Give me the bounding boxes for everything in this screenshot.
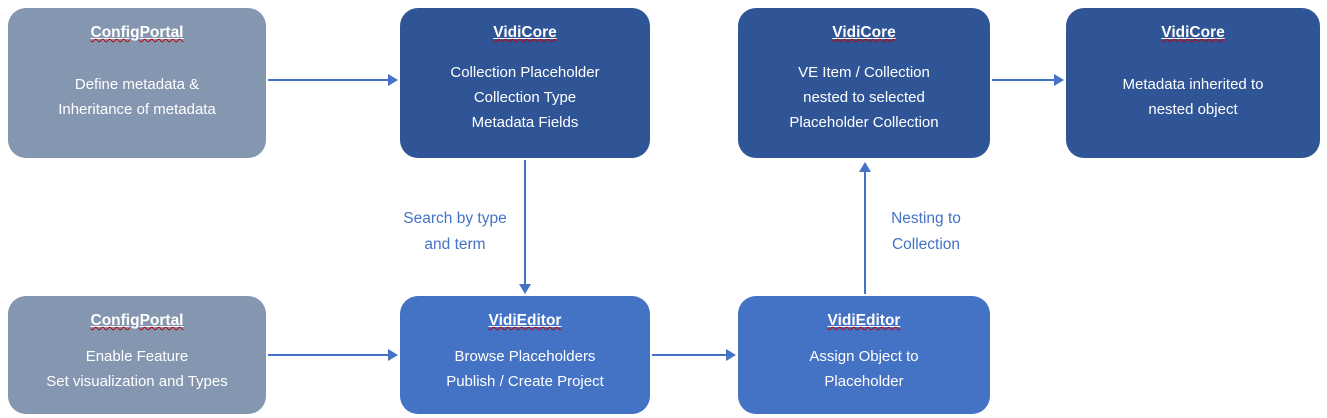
edge-label-search: Search by type and term xyxy=(375,206,535,258)
arrow-line xyxy=(524,160,526,284)
edge-label-line: Collection xyxy=(891,236,961,253)
arrow-line xyxy=(992,79,1054,81)
arrow-line xyxy=(652,354,726,356)
node-body: Define metadata & Inheritance of metadat… xyxy=(58,48,216,146)
node-body: Enable Feature Set visualization and Typ… xyxy=(46,336,228,402)
node-title: ConfigPortal xyxy=(90,312,184,329)
node-vidicore-nested: VidiCore VE Item / Collection nested to … xyxy=(738,8,990,158)
node-text-line: Enable Feature xyxy=(85,348,189,365)
node-configportal-metadata: ConfigPortal Define metadata & Inheritan… xyxy=(8,8,266,158)
node-body: Collection Placeholder Collection Type M… xyxy=(450,48,599,146)
node-text-line: Placeholder xyxy=(824,373,904,390)
node-body: Browse Placeholders Publish / Create Pro… xyxy=(446,336,604,402)
node-vidieditor-browse: VidiEditor Browse Placeholders Publish /… xyxy=(400,296,650,414)
arrow-head-icon xyxy=(519,284,531,294)
arrow-head-icon xyxy=(388,349,398,361)
arrow-line xyxy=(864,172,866,294)
node-text-line: Publish / Create Project xyxy=(446,373,604,390)
node-text-line: Metadata Fields xyxy=(471,113,579,131)
edge-label-line: Search by type xyxy=(403,210,507,227)
node-configportal-feature: ConfigPortal Enable Feature Set visualiz… xyxy=(8,296,266,414)
node-text-line: Placeholder Collection xyxy=(789,113,939,131)
node-title: VidiCore xyxy=(832,24,896,41)
node-title: VidiCore xyxy=(493,24,557,41)
node-text-line: VE Item / Collection xyxy=(798,63,930,81)
node-title: VidiEditor xyxy=(488,312,562,329)
edge-label-line: and term xyxy=(424,236,486,253)
node-text-line: Inheritance of metadata xyxy=(58,101,216,118)
arrow-head-icon xyxy=(1054,74,1064,86)
node-vidieditor-assign: VidiEditor Assign Object to Placeholder xyxy=(738,296,990,414)
node-text-line: Browse Placeholders xyxy=(454,348,596,365)
node-text-line: Assign Object to xyxy=(809,348,919,365)
arrow-head-icon xyxy=(859,162,871,172)
node-body: Metadata inherited to nested object xyxy=(1123,48,1264,146)
node-title: VidiEditor xyxy=(827,312,901,329)
edge-label-line: Nesting to xyxy=(891,210,961,227)
arrow-head-icon xyxy=(726,349,736,361)
node-text-line: nested to selected xyxy=(803,88,925,106)
node-text-line: Collection Type xyxy=(473,88,577,106)
node-text-line: Define metadata & xyxy=(74,76,200,93)
node-text-line: Metadata inherited to xyxy=(1122,76,1264,93)
edge-label-nesting: Nesting to Collection xyxy=(866,206,986,258)
node-body: VE Item / Collection nested to selected … xyxy=(789,48,938,146)
node-vidicore-inherited: VidiCore Metadata inherited to nested ob… xyxy=(1066,8,1320,158)
node-text-line: Set visualization and Types xyxy=(46,373,228,390)
node-title: ConfigPortal xyxy=(90,24,184,41)
node-body: Assign Object to Placeholder xyxy=(809,336,918,402)
arrow-head-icon xyxy=(388,74,398,86)
arrow-line xyxy=(268,79,388,81)
node-text-line: nested object xyxy=(1148,101,1238,118)
node-text-line: Collection Placeholder xyxy=(450,63,600,81)
arrow-line xyxy=(268,354,388,356)
node-vidicore-placeholder: VidiCore Collection Placeholder Collecti… xyxy=(400,8,650,158)
node-title: VidiCore xyxy=(1161,24,1225,41)
